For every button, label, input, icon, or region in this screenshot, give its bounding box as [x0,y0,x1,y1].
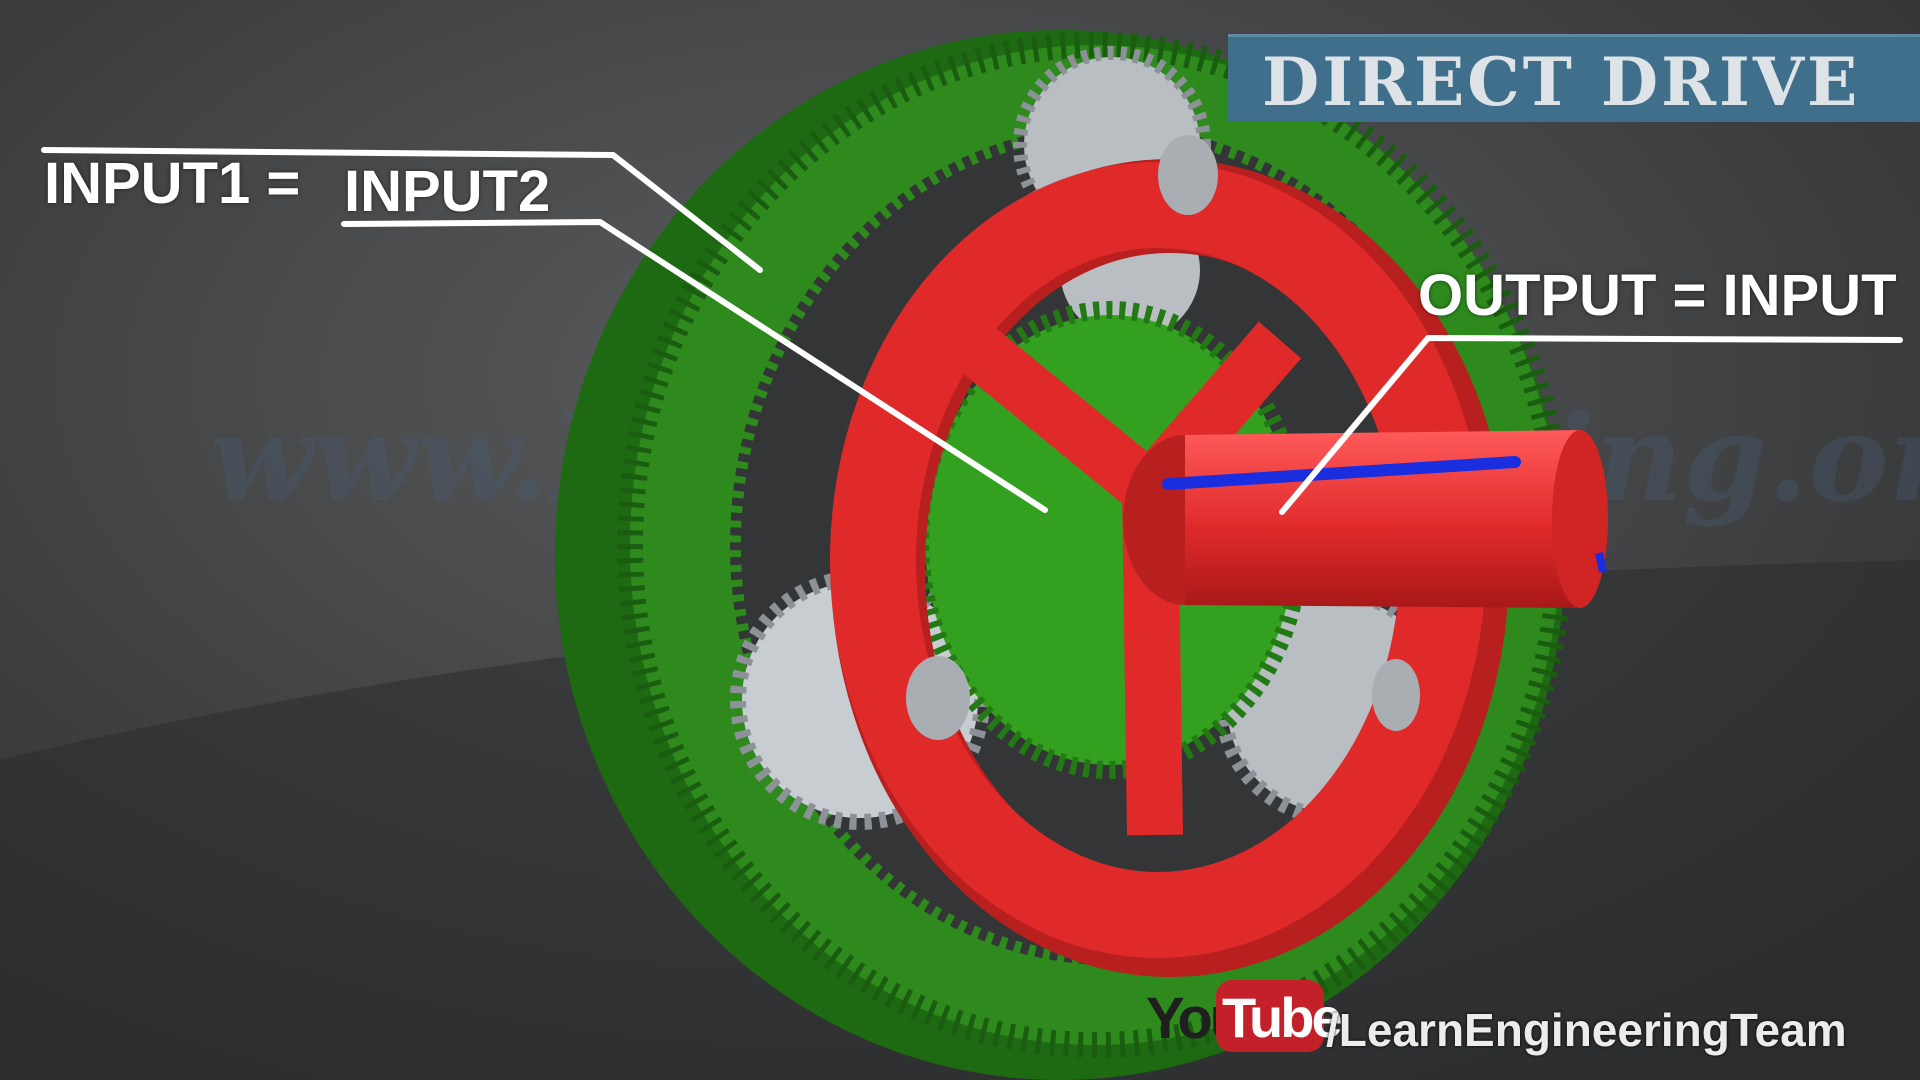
title-banner: DIRECT DRIVE [1228,34,1920,122]
output-shaft [1123,430,1608,608]
input1-label: INPUT1 = [44,151,301,216]
title-text: DIRECT DRIVE [1262,43,1861,121]
input1-leader [41,147,763,273]
youtube-tube-text: Tube [1222,986,1343,1049]
output-label: OUTPUT = INPUT [1418,263,1897,328]
leader-lines [41,147,1903,515]
input2-leader [341,219,1048,513]
shaft-keyway-stripe [1162,456,1521,490]
youtube-channel-name: /LearnEngineeringTeam [1326,1004,1847,1056]
input2-label: INPUT2 [344,159,551,224]
youtube-logo-icon [1216,980,1324,1052]
output-leader [1279,335,1903,515]
